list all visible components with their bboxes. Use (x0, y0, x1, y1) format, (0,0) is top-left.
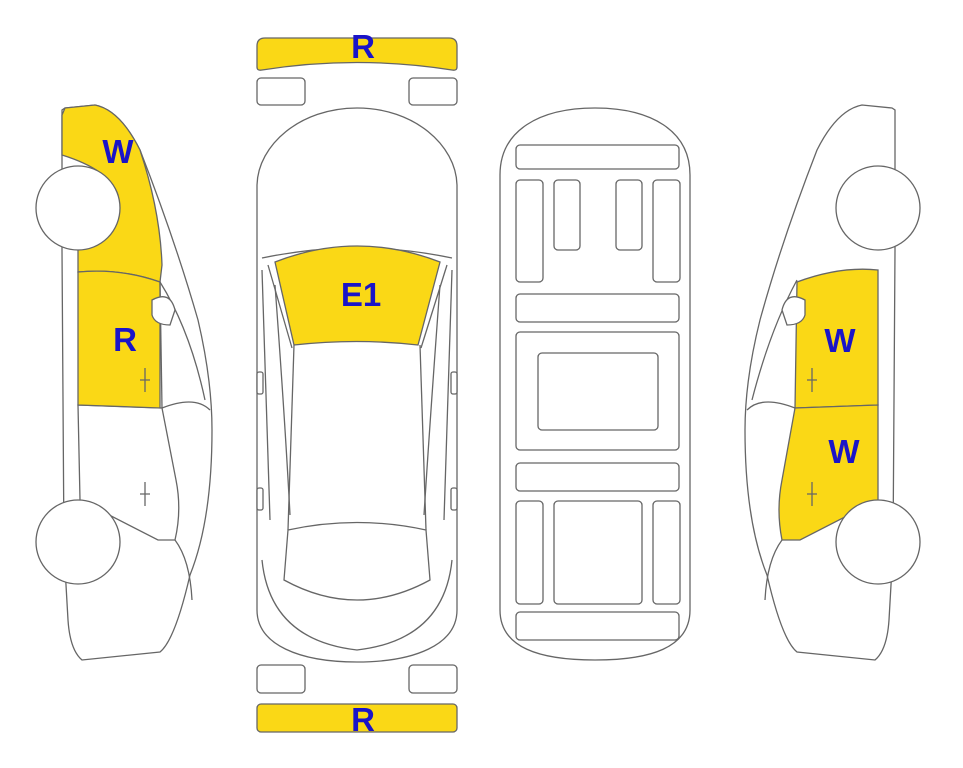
car-body-top (256, 107, 458, 663)
left-front-door-code: R (113, 321, 137, 358)
right-rear-door-zone[interactable] (778, 404, 879, 541)
headlight-right (408, 77, 458, 106)
left-front-fender-code: W (102, 133, 134, 170)
rear-bumper-code: R (351, 701, 375, 738)
right-side-view (744, 104, 921, 661)
left-side-view (35, 104, 213, 661)
right-front-wheel (835, 165, 921, 251)
left-front-wheel (35, 165, 121, 251)
left-front-door-zone[interactable] (77, 270, 161, 409)
top-view (256, 37, 458, 733)
underbody-view (499, 107, 691, 661)
right-front-door-code: W (824, 322, 856, 359)
front-bumper-zone[interactable] (256, 37, 458, 71)
taillight-right (408, 664, 458, 694)
headlight-left (256, 77, 306, 106)
right-rear-door-code: W (828, 433, 860, 470)
right-rear-wheel (835, 499, 921, 585)
rear-bumper-zone[interactable] (256, 703, 458, 733)
taillight-left (256, 664, 306, 694)
left-rear-wheel (35, 499, 121, 585)
windshield-code: E1 (341, 276, 381, 313)
windshield-zone[interactable] (274, 245, 441, 346)
front-bumper-code: R (351, 28, 375, 65)
right-front-door-zone[interactable] (794, 268, 879, 409)
